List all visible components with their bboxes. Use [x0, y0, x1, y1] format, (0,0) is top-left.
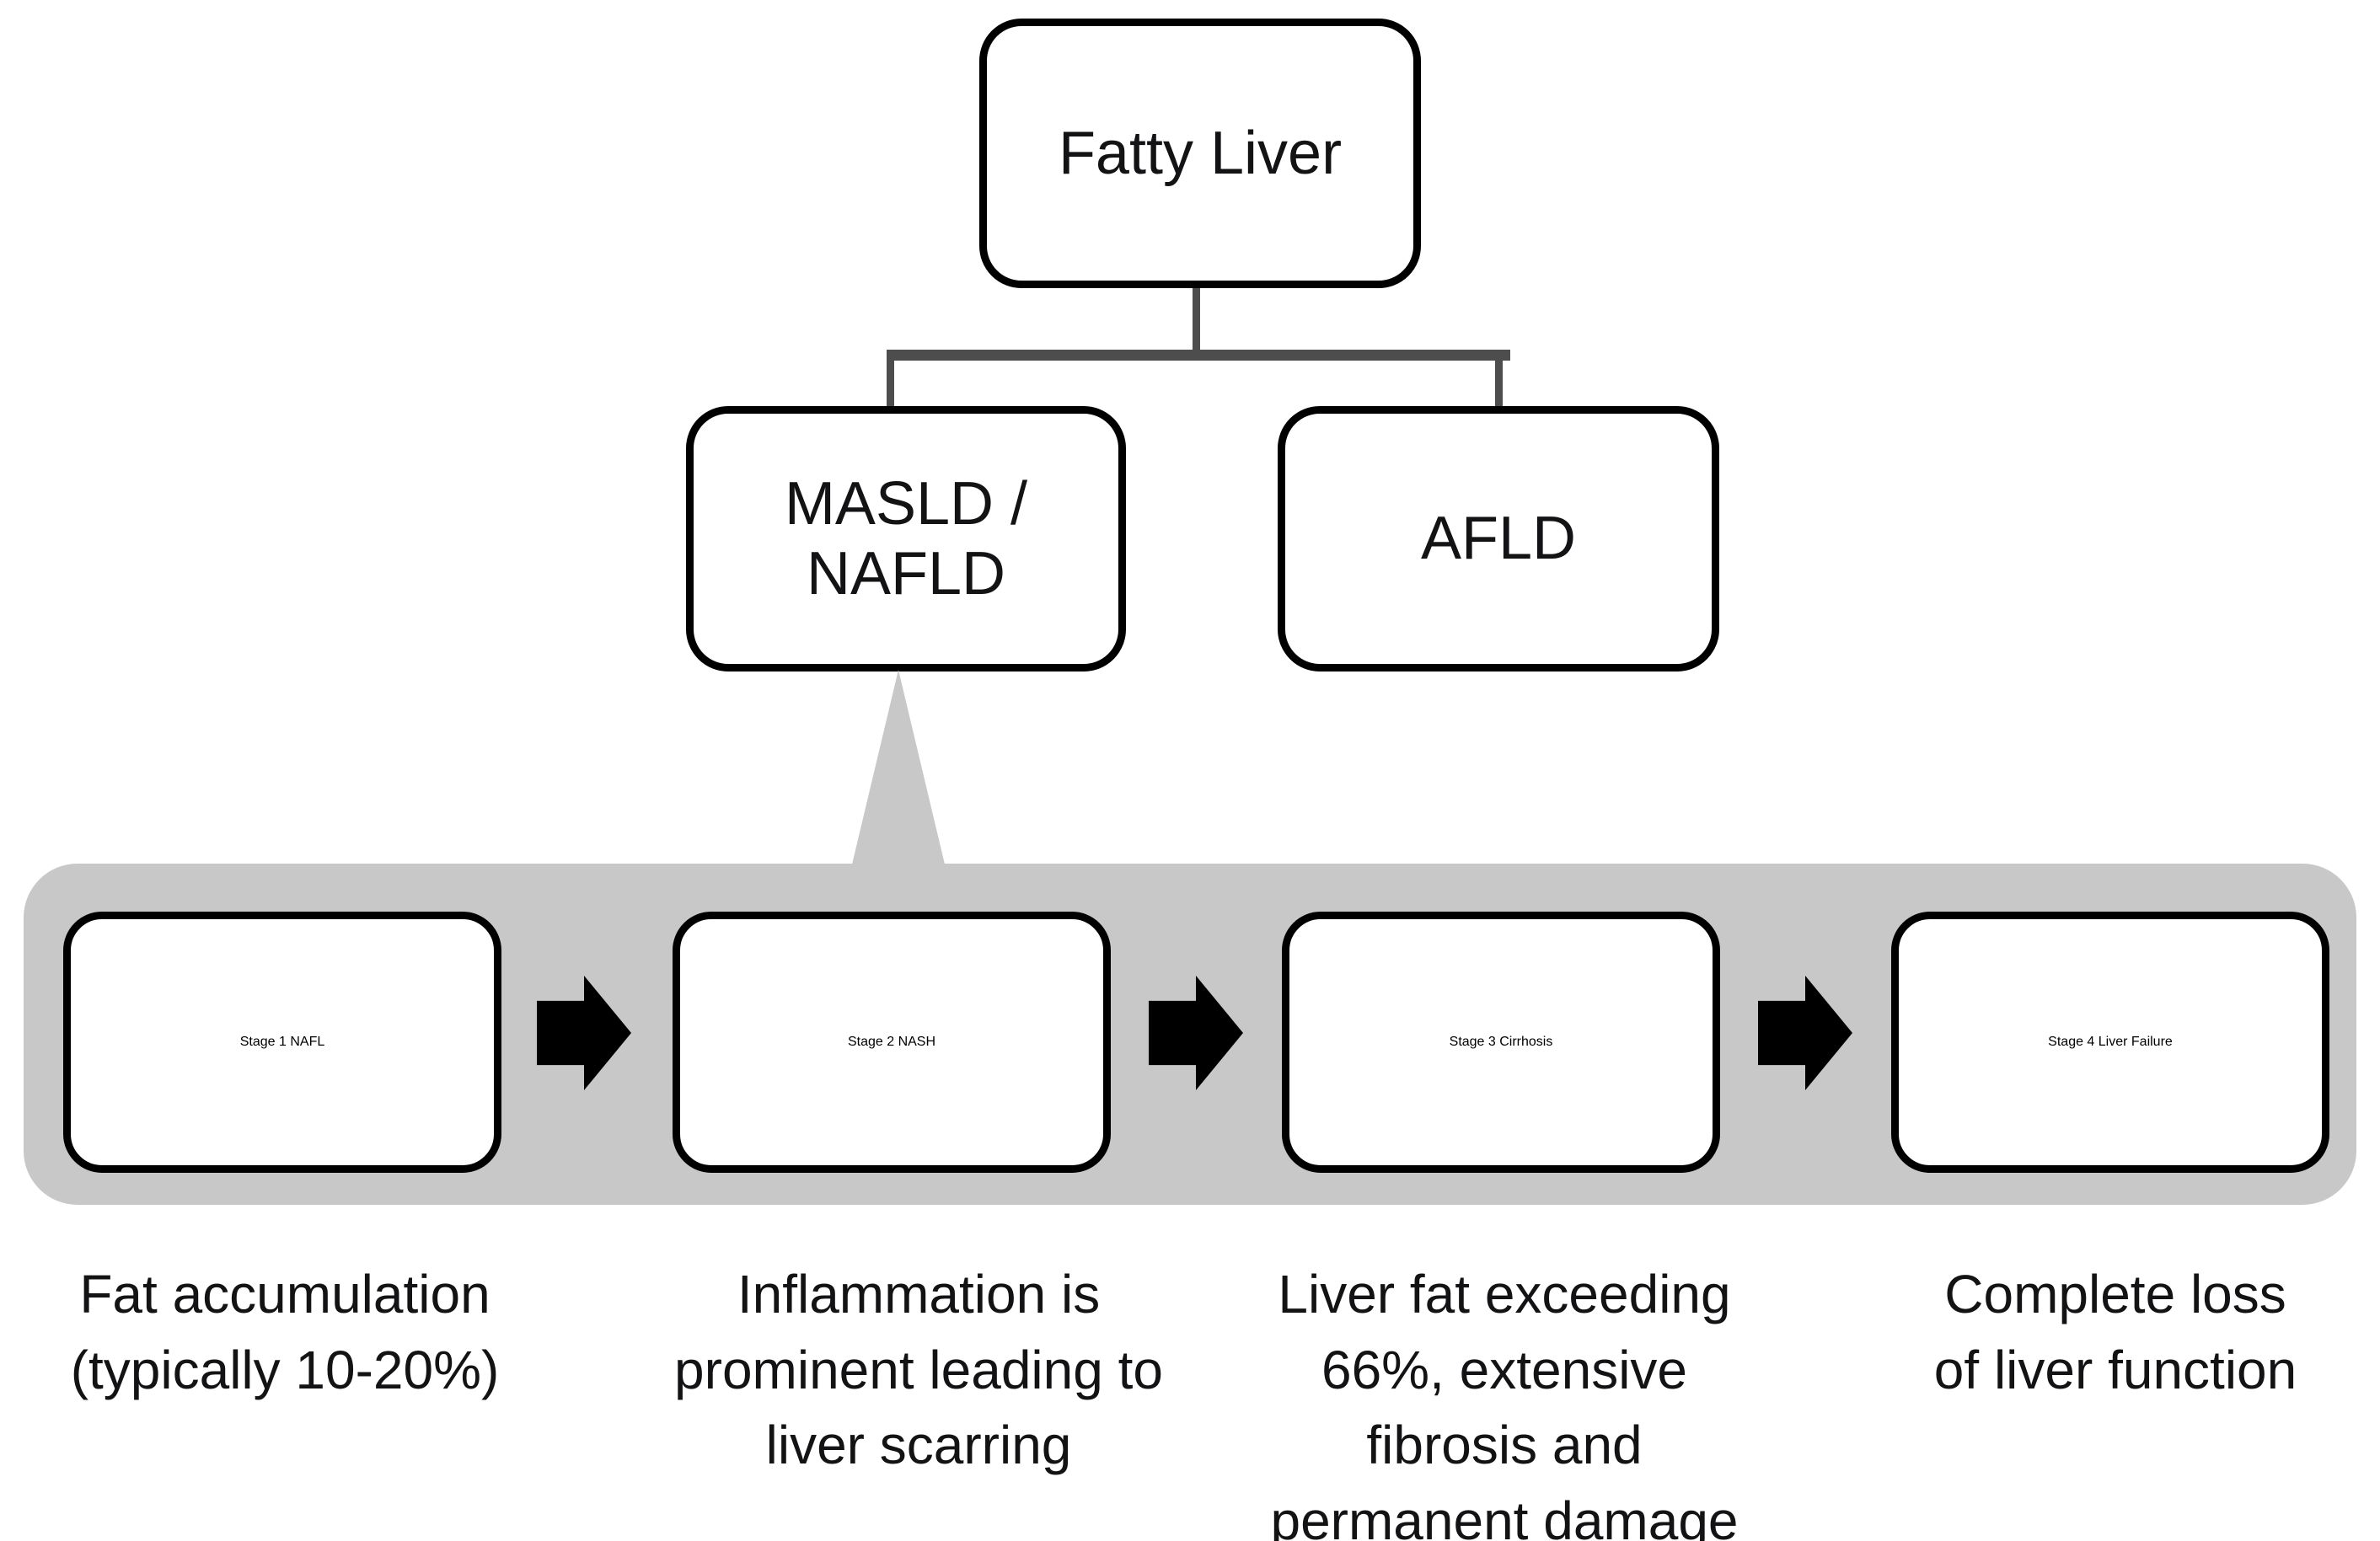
connector-drop-left-line — [887, 350, 894, 410]
node-afld-label: AFLD — [1420, 505, 1577, 573]
node-afld: AFLD — [1278, 406, 1719, 672]
stage-4-description: Complete loss of liver function — [1933, 1264, 2297, 1400]
connector-horizontal-line — [887, 350, 1510, 361]
node-fatty-liver: Fatty Liver — [979, 19, 1421, 288]
connector-stem-line — [1193, 288, 1200, 356]
funnel-triangle — [851, 670, 946, 868]
node-masld-nafld-label: MASLD / NAFLD — [784, 470, 1028, 607]
node-stage-3-label: Stage 3 Cirrhosis — [1449, 1035, 1553, 1049]
node-masld-nafld: MASLD / NAFLD — [686, 406, 1126, 672]
connector-drop-right-line — [1495, 350, 1503, 410]
node-stage-2-label: Stage 2 NASH — [847, 1035, 936, 1049]
node-stage-2-nash: Stage 2 NASH — [673, 912, 1111, 1173]
node-fatty-liver-label: Fatty Liver — [1058, 119, 1343, 187]
node-stage-1-label: Stage 1 NAFL — [239, 1035, 325, 1049]
stage-2-description: Inflammation is prominent leading to liv… — [674, 1264, 1163, 1476]
node-stage-3-cirrhosis: Stage 3 Cirrhosis — [1282, 912, 1720, 1173]
node-stage-4-label: Stage 4 Liver Failure — [2048, 1035, 2173, 1049]
node-stage-1-nafl: Stage 1 NAFL — [63, 912, 501, 1173]
node-stage-4-liver-failure: Stage 4 Liver Failure — [1891, 912, 2329, 1173]
stage-1-description: Fat accumulation (typically 10-20%) — [70, 1264, 500, 1400]
stage-3-description: Liver fat exceeding 66%, extensive fibro… — [1270, 1264, 1739, 1541]
